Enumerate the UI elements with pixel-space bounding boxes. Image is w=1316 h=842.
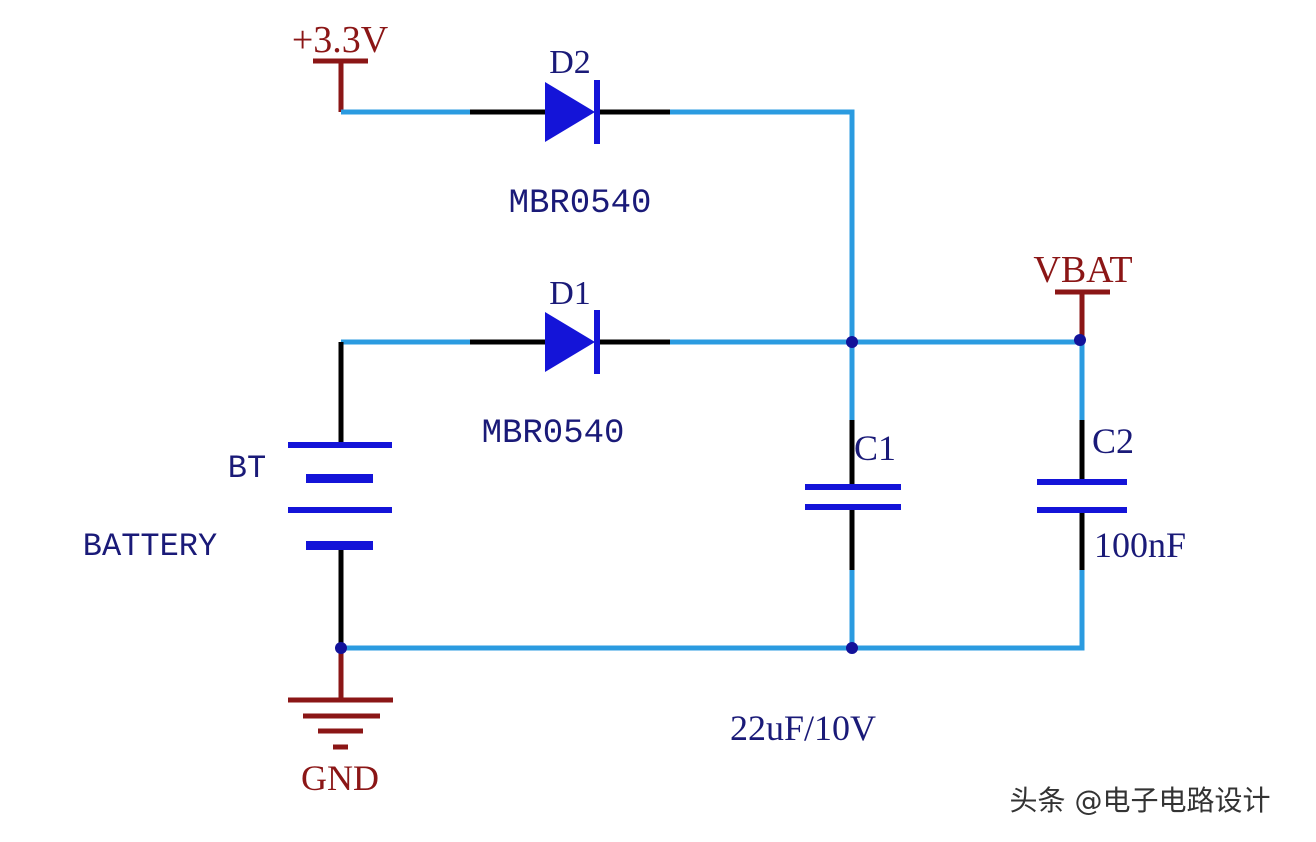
gnd-power-port (288, 648, 393, 750)
vbat-label: VBAT (1033, 249, 1132, 291)
c2-capacitor-symbol (1037, 479, 1127, 513)
d1-diode-symbol (545, 310, 600, 374)
watermark: 头条 @电子电路设计 (1010, 784, 1271, 817)
c1-capacitor-symbol (805, 484, 901, 510)
d2-value: MBR0540 (509, 185, 652, 223)
c2-value: 100nF (1094, 525, 1186, 565)
junction-dot (846, 336, 858, 348)
vcc-power-port (313, 58, 368, 112)
junction-dot (335, 642, 347, 654)
vbat-power-port (1055, 289, 1110, 340)
bt-value: BATTERY (83, 528, 217, 565)
d1-value: MBR0540 (482, 415, 625, 453)
d2-diode-symbol (545, 80, 600, 144)
c2-leads (341, 342, 1085, 651)
c1-designator: C1 (854, 428, 896, 468)
d2-wires (341, 109, 855, 420)
bt-designator: BT (228, 450, 266, 487)
d2-designator: D2 (549, 44, 591, 81)
gnd-label: GND (301, 758, 379, 798)
c2-designator: C2 (1092, 421, 1134, 461)
junction-dot (1074, 334, 1086, 346)
d1-designator: D1 (549, 275, 591, 312)
c1-value: 22uF/10V (730, 708, 876, 748)
junction-dots (335, 334, 1086, 654)
junction-dot (846, 642, 858, 654)
battery-symbol (288, 442, 392, 550)
vcc-label: +3.3V (292, 19, 389, 61)
